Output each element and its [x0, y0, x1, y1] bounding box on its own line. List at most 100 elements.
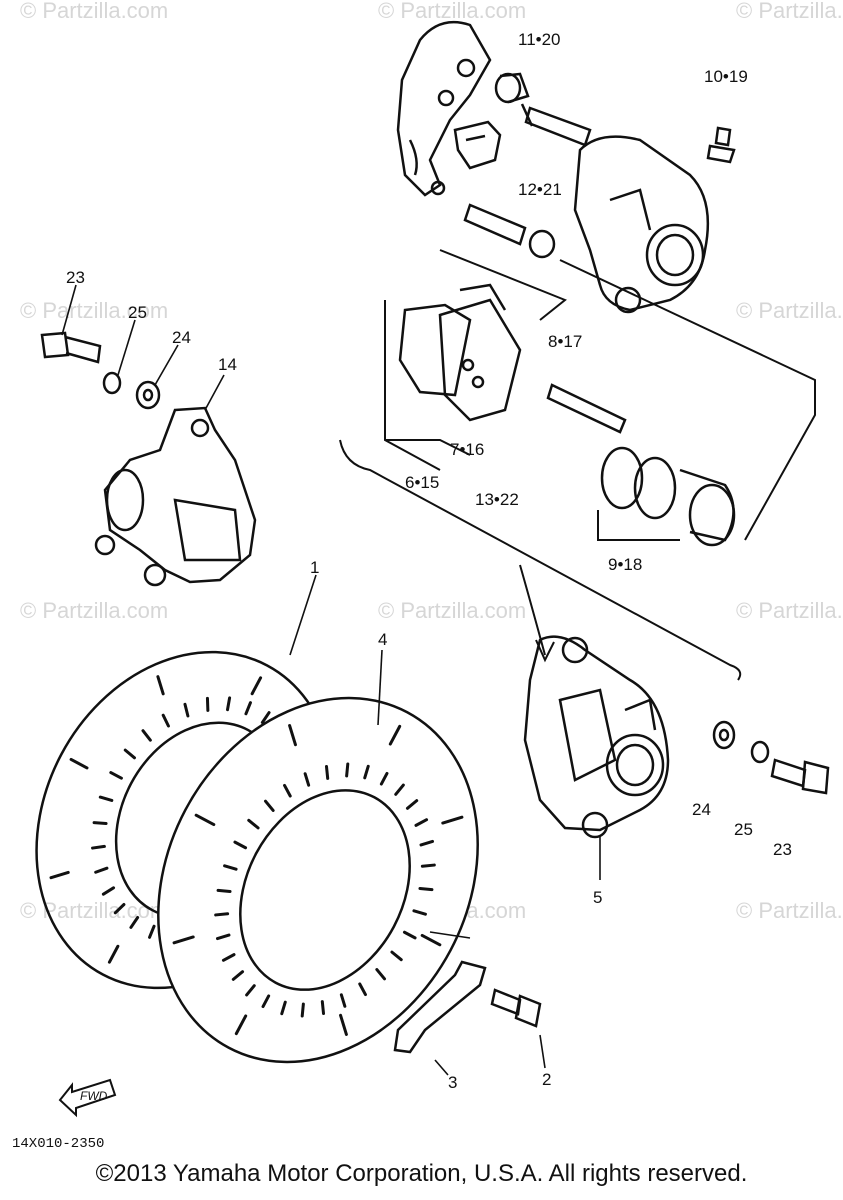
piston-seals-9-18 — [600, 446, 736, 547]
disc-vent-slot — [148, 924, 156, 939]
disc-vent-slot — [98, 795, 114, 802]
disc-vent-slot — [394, 783, 405, 796]
disc-vent-slot — [414, 818, 429, 827]
label-9-18: 9•18 — [608, 555, 642, 574]
label-13-22: 13•22 — [475, 490, 519, 509]
disc-vent-slot — [375, 968, 386, 981]
disc-vent-slot — [420, 933, 442, 947]
washer-24-left — [135, 380, 161, 410]
disc-vent-slot — [300, 1002, 305, 1018]
part-labels: 11•20 10•19 12•21 23 25 24 14 8•17 7•16 … — [66, 30, 792, 1092]
disc-vent-slot — [172, 935, 195, 945]
label-6-15: 6•15 — [405, 473, 439, 492]
disc-vent-slot — [129, 915, 140, 929]
watermark-text: © Partzilla.com — [20, 298, 168, 323]
fwd-arrow: FWD — [58, 1078, 117, 1118]
disc-vent-slot — [419, 839, 435, 847]
disc-vent-slot — [156, 675, 165, 696]
disc-vent-slot — [412, 909, 427, 916]
disc-vent-slot — [402, 930, 417, 940]
label-5: 5 — [593, 888, 602, 907]
disc-vent-slot — [123, 748, 136, 760]
disc-vent-slot — [363, 764, 370, 780]
label-25-left: 25 — [128, 303, 147, 322]
disc-vent-slot — [233, 840, 248, 850]
washer-25-right — [750, 740, 770, 764]
disc-vent-slot — [69, 757, 89, 770]
label-8-17: 8•17 — [548, 332, 582, 351]
disc-vent-slot — [324, 764, 330, 780]
diagram-code: 14X010-2350 — [12, 1136, 104, 1152]
disc-vent-slot — [107, 944, 120, 964]
label-1: 1 — [310, 558, 319, 577]
label-3: 3 — [448, 1073, 457, 1092]
label-12-21: 12•21 — [518, 180, 562, 199]
disc-vent-slot — [250, 676, 263, 696]
label-10-19: 10•19 — [704, 67, 748, 86]
disc-vent-slot — [92, 821, 108, 825]
disc-vent-slot — [216, 888, 232, 894]
disc-vent-slot — [264, 799, 275, 812]
disc-vent-slot — [245, 984, 256, 997]
disc-vent-slot — [339, 993, 347, 1008]
label-2: 2 — [542, 1070, 551, 1089]
lock-plate-3 — [393, 960, 487, 1054]
watermark-text: © Partzilla.com — [736, 298, 843, 323]
label-23-left: 23 — [66, 268, 85, 287]
slide-pin-upper — [520, 103, 592, 147]
leader-lines-upper — [339, 249, 816, 681]
disc-vent-slot — [161, 713, 170, 728]
disc-vent-slot — [231, 970, 245, 981]
piston-pin-13-22 — [546, 383, 627, 434]
bolt-23-right — [770, 758, 830, 795]
watermark-text: © Partzilla.com — [736, 0, 843, 23]
fwd-label: FWD — [80, 1089, 108, 1103]
label-25-right: 25 — [734, 820, 753, 839]
disc-vent-slot — [303, 772, 311, 787]
disc-vent-slot — [223, 864, 238, 871]
label-24-left: 24 — [172, 328, 191, 347]
watermark-text: © Partzilla.com — [20, 0, 168, 23]
disc-vent-slot — [101, 886, 116, 896]
disc-vent-slot — [49, 870, 70, 880]
disc-vent-slot — [441, 815, 464, 825]
watermark-text: © Partzilla.com — [736, 898, 843, 923]
watermark-text: © Partzilla.com — [736, 598, 843, 623]
disc-vent-slot — [94, 866, 109, 874]
watermark-text: © Partzilla.com — [20, 598, 168, 623]
disc-vent-slot — [388, 724, 402, 746]
disc-vent-slot — [320, 1000, 326, 1016]
pad-set-8-17 — [398, 283, 522, 422]
caliper-5 — [523, 635, 670, 839]
disc-vent-slot — [280, 1000, 287, 1016]
disc-vent-slot — [283, 783, 292, 798]
disc-vent-slot — [226, 696, 232, 712]
bolt-2 — [490, 988, 542, 1028]
disc-vent-slot — [288, 724, 297, 747]
disc-vent-slot — [214, 912, 230, 917]
label-24-right: 24 — [692, 800, 711, 819]
pad-spring-upper — [453, 120, 502, 170]
disc-vent-slot — [405, 799, 419, 810]
slide-pin-lower-12-21 — [463, 203, 556, 259]
bleed-screw-10-19 — [706, 126, 736, 164]
bolt-23-left — [40, 331, 102, 364]
label-14: 14 — [218, 355, 237, 374]
disc-vent-slot — [420, 863, 436, 868]
label-7-16: 7•16 — [450, 440, 484, 459]
disc-vent-slot — [379, 771, 389, 786]
caliper-14 — [94, 406, 257, 587]
copyright-notice: ©2013 Yamaha Motor Corporation, U.S.A. A… — [95, 1160, 748, 1187]
disc-vent-slot — [113, 902, 126, 915]
disc-vent-slot — [345, 762, 350, 778]
disc-vent-slot — [244, 701, 252, 716]
disc-vent-slot — [247, 818, 260, 830]
disc-vent-slot — [390, 950, 403, 962]
watermark-text: © Partzilla.com — [20, 898, 168, 923]
disc-vent-slot — [91, 844, 106, 850]
disc-vent-slot — [141, 729, 152, 742]
disc-vent-slot — [183, 702, 190, 718]
washer-24-right — [712, 720, 736, 750]
disc-vent-slot — [194, 813, 216, 827]
